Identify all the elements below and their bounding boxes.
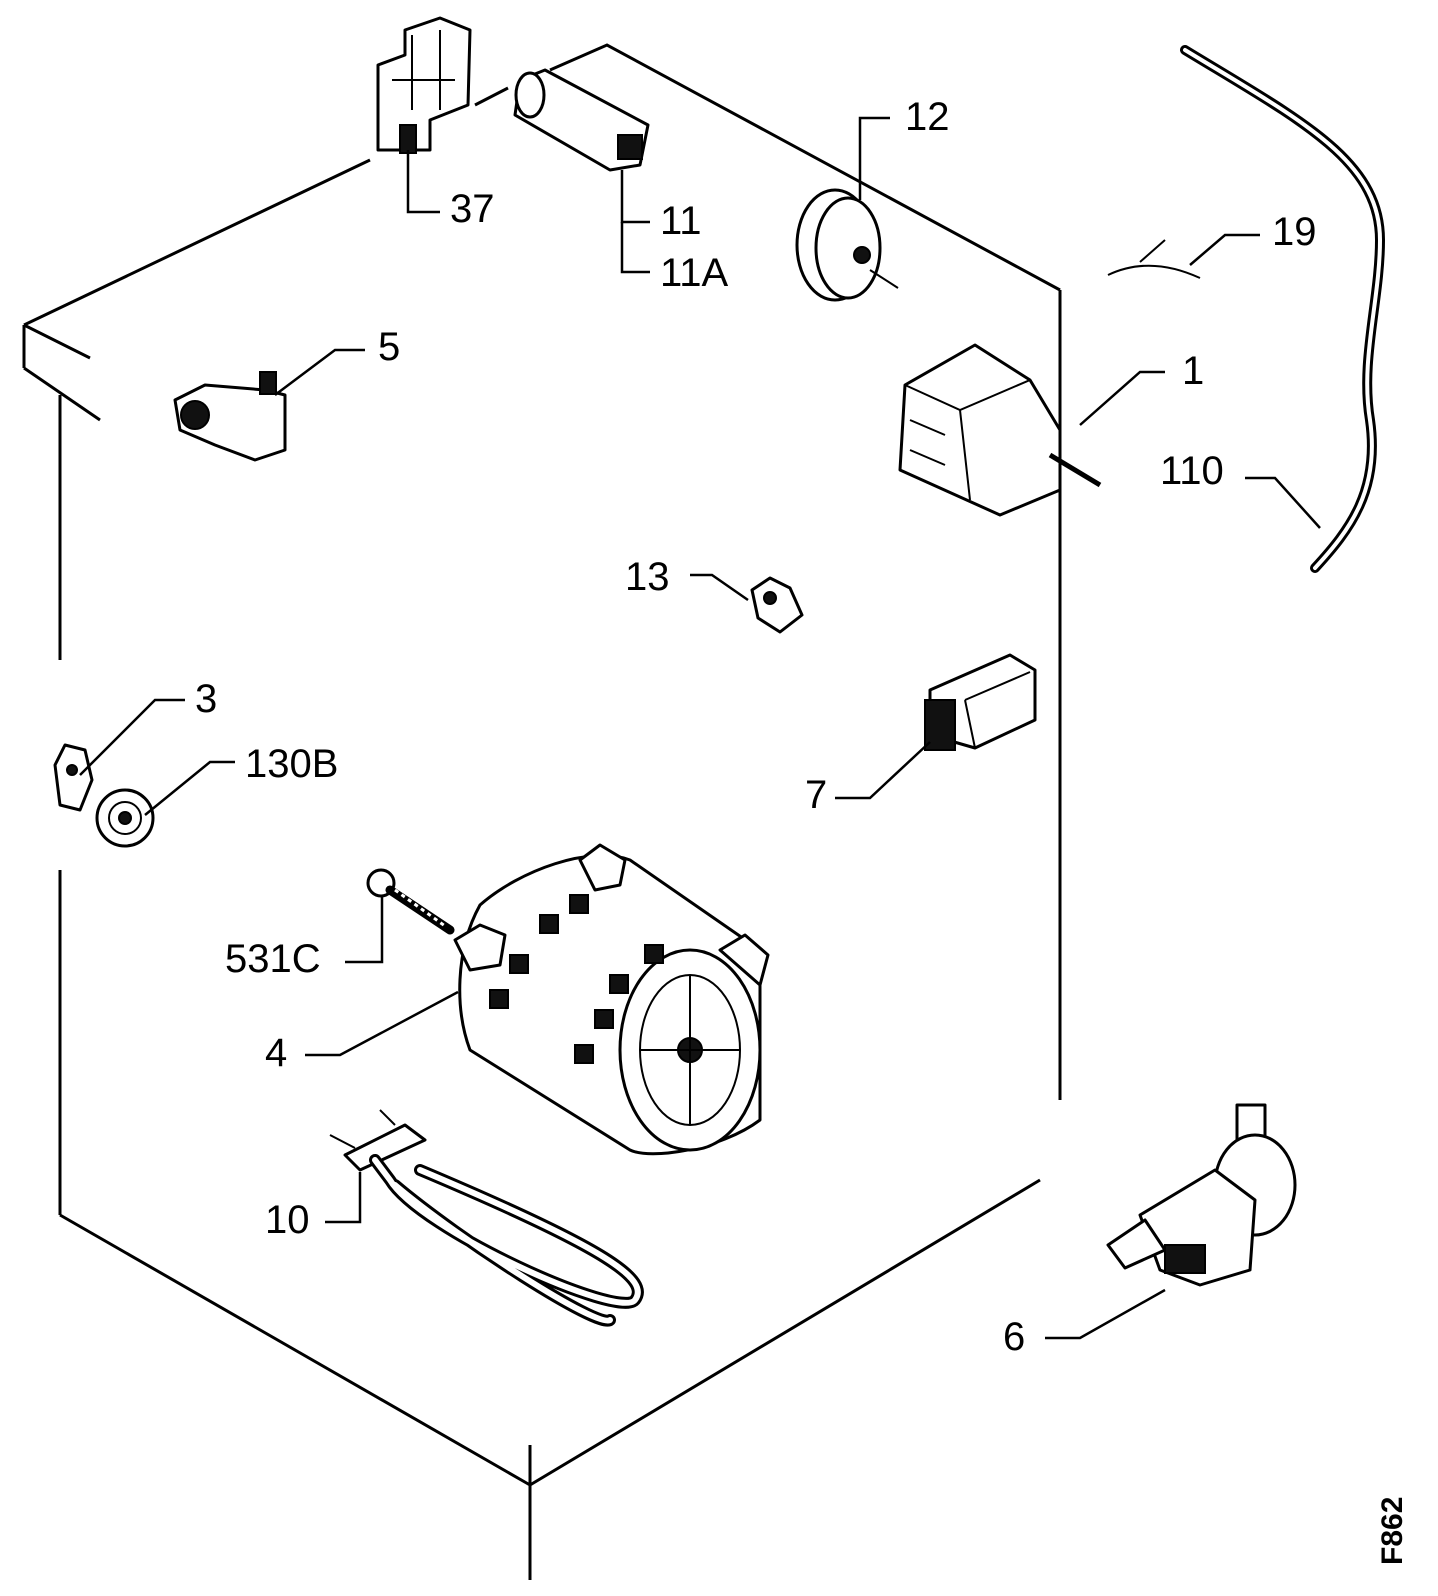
part-531c-screw <box>366 868 455 935</box>
label-12: 12 <box>905 95 950 139</box>
part-3-thermostat <box>53 743 94 812</box>
part-6-drain-pump <box>1106 1103 1297 1287</box>
part-130b-seal <box>95 788 155 848</box>
part-5-door-lock <box>173 371 287 462</box>
part-37-bracket <box>376 16 472 154</box>
part-7-filter <box>924 653 1037 751</box>
part-10-heater <box>329 1109 644 1327</box>
label-7: 7 <box>805 773 827 817</box>
label-1: 1 <box>1182 349 1204 393</box>
label-11a: 11A <box>660 251 729 295</box>
leader-lines <box>79 116 1321 1340</box>
label-13: 13 <box>625 555 670 599</box>
part-110-hose <box>1180 45 1386 573</box>
cabinet-outline <box>22 43 1062 1580</box>
part-4-motor <box>453 843 770 1156</box>
label-6: 6 <box>1003 1315 1025 1359</box>
part-11-capacitor <box>513 68 650 172</box>
figure-code: F862 <box>1376 1497 1409 1565</box>
part-1-timer <box>898 343 1102 517</box>
label-37: 37 <box>450 187 495 231</box>
label-110: 110 <box>1160 449 1224 493</box>
label-10: 10 <box>265 1198 310 1242</box>
part-12-pressure-switch <box>795 188 899 302</box>
label-5: 5 <box>378 325 400 369</box>
part-19-clip <box>1107 239 1201 279</box>
label-4: 4 <box>265 1031 287 1075</box>
callout-labels: 37 11 11A 12 19 5 1 110 13 3 130B 7 531C… <box>195 95 1317 1359</box>
label-3: 3 <box>195 677 217 721</box>
label-130b: 130B <box>245 742 338 786</box>
label-11: 11 <box>660 199 702 243</box>
part-13-sensor <box>750 576 804 634</box>
label-19: 19 <box>1272 210 1317 254</box>
label-531c: 531C <box>225 937 321 981</box>
